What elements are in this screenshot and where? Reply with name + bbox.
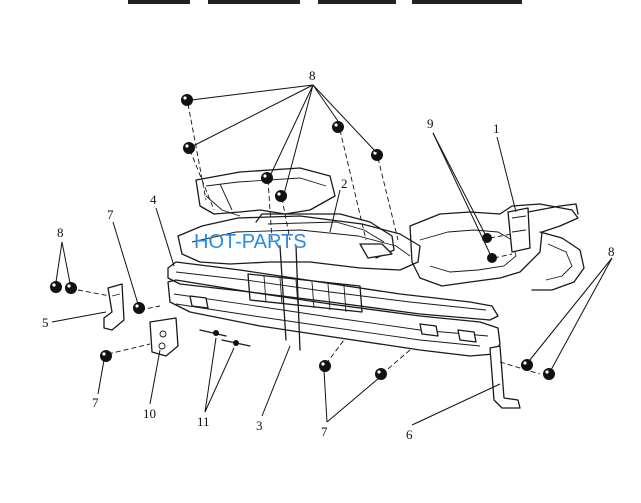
callout-8-right: 8 bbox=[608, 244, 615, 259]
clip-9b bbox=[487, 253, 497, 263]
nut-8h bbox=[65, 282, 77, 294]
install-paths bbox=[77, 103, 541, 375]
callout-11: 11 bbox=[197, 414, 210, 429]
callout-7-bottom: 7 bbox=[321, 424, 328, 439]
callout-2: 2 bbox=[341, 176, 348, 191]
nut-8j bbox=[543, 368, 555, 380]
callout-8-left: 8 bbox=[57, 225, 64, 240]
callout-7-upper: 7 bbox=[107, 207, 114, 222]
clip-9a bbox=[482, 233, 492, 243]
nut-8i bbox=[521, 359, 533, 371]
bolts-11 bbox=[199, 329, 251, 347]
nut-7b bbox=[100, 350, 112, 362]
callout-1: 1 bbox=[493, 121, 500, 136]
upper-absorber bbox=[167, 261, 499, 321]
bumper-beam bbox=[167, 245, 501, 357]
callout-9: 9 bbox=[427, 116, 434, 131]
bumper-carrier bbox=[177, 183, 421, 271]
callout-8-top: 8 bbox=[309, 68, 316, 83]
nut-8d bbox=[275, 190, 287, 202]
callout-5: 5 bbox=[42, 315, 49, 330]
fasteners bbox=[50, 94, 555, 380]
callouts: 8 9 1 2 4 7 8 5 7 10 11 3 7 6 8 bbox=[42, 68, 615, 442]
nut-7a bbox=[133, 302, 145, 314]
callout-10: 10 bbox=[143, 406, 156, 421]
callout-4: 4 bbox=[150, 192, 157, 207]
nut-8f bbox=[371, 149, 383, 161]
nut-8e bbox=[332, 121, 344, 133]
callout-7-left: 7 bbox=[92, 395, 99, 410]
bracket-10 bbox=[149, 317, 179, 357]
leader-lines bbox=[51, 84, 613, 426]
callout-6: 6 bbox=[406, 427, 413, 442]
body-panel bbox=[195, 167, 585, 291]
cropped-header bbox=[128, 0, 522, 4]
callout-3: 3 bbox=[256, 418, 263, 433]
right-bracket-6 bbox=[489, 345, 521, 409]
nut-7c bbox=[319, 360, 331, 372]
left-bracket-5 bbox=[103, 283, 125, 331]
nut-7d bbox=[375, 368, 387, 380]
nut-8a bbox=[181, 94, 193, 106]
watermark-text: HOT-PARTS bbox=[194, 231, 307, 253]
nut-8b bbox=[183, 142, 195, 154]
nut-8g bbox=[50, 281, 62, 293]
